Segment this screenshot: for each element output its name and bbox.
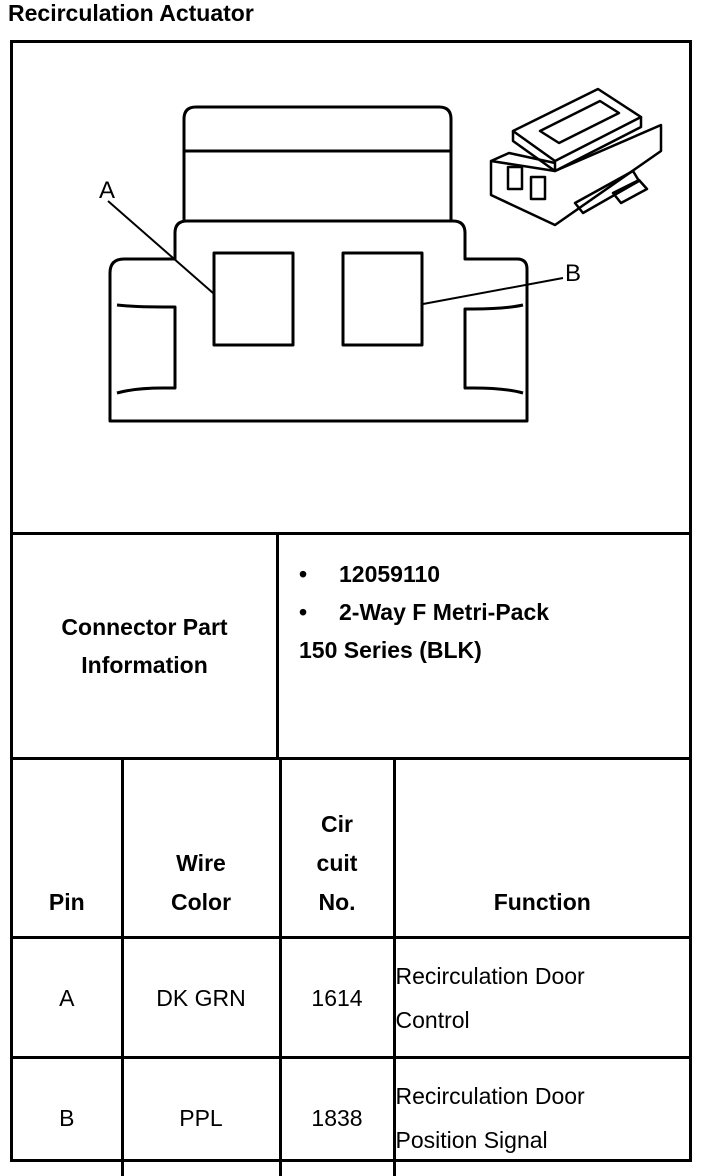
function-line1: Recirculation Door <box>396 1074 690 1118</box>
header-circuit-line1: Cir <box>282 805 393 844</box>
connector-info-label: Connector Part Information <box>13 535 279 757</box>
header-function-text: Function <box>494 889 591 915</box>
connector-face-drawing: A B <box>13 43 689 535</box>
cavity-a <box>214 253 293 345</box>
connector-left-ear <box>117 305 175 393</box>
wire-color-cell: PPL <box>122 1058 280 1176</box>
connector-info-label-line2: Information <box>81 646 208 684</box>
pin-cell: A <box>13 938 122 1058</box>
pin-cell: B <box>13 1058 122 1176</box>
pin-b-callout: B <box>565 260 581 287</box>
connector-right-ear <box>465 305 523 393</box>
connector-sheet: A B Connector Part Information •12059110… <box>10 40 692 1162</box>
connector-iso-view <box>491 89 661 225</box>
table-row: A DK GRN 1614 Recirculation Door Control <box>13 938 689 1058</box>
function-cell: Recirculation Door Control <box>394 938 689 1058</box>
connector-series: 150 Series (BLK) <box>299 631 549 669</box>
leader-line-b <box>423 278 563 304</box>
header-pin: Pin <box>13 760 122 938</box>
connector-latch-outline <box>184 107 451 221</box>
header-circuit-line3: No. <box>282 883 393 922</box>
list-item: •12059110 <box>299 555 549 593</box>
page-title: Recirculation Actuator <box>8 0 254 27</box>
function-line2: Control <box>396 998 690 1042</box>
header-circuit-no: Cir cuit No. <box>280 760 394 938</box>
header-wire-color-line2: Color <box>124 883 279 922</box>
circuit-cell: 1614 <box>280 938 394 1058</box>
pin-table: Pin Wire Color Cir cuit No. Function A D… <box>13 760 689 1176</box>
connector-diagram-panel: A B <box>13 43 689 535</box>
bullet-icon: • <box>299 555 339 593</box>
bullet-icon: • <box>299 593 339 631</box>
function-line1: Recirculation Door <box>396 954 690 998</box>
list-item: •2-Way F Metri-Pack <box>299 593 549 631</box>
leader-line-a <box>108 201 213 293</box>
connector-info-list: •12059110 •2-Way F Metri-Pack 150 Series… <box>299 555 549 669</box>
header-wire-color: Wire Color <box>122 760 280 938</box>
circuit-cell: 1838 <box>280 1058 394 1176</box>
function-cell: Recirculation Door Position Signal <box>394 1058 689 1176</box>
header-circuit-line2: cuit <box>282 844 393 883</box>
header-function: Function <box>394 760 689 938</box>
table-row: B PPL 1838 Recirculation Door Position S… <box>13 1058 689 1176</box>
connector-info-label-line1: Connector Part <box>61 608 227 646</box>
table-header-row: Pin Wire Color Cir cuit No. Function <box>13 760 689 938</box>
wire-color-cell: DK GRN <box>122 938 280 1058</box>
header-wire-color-line1: Wire <box>124 844 279 883</box>
connector-type: 2-Way F Metri-Pack <box>339 599 549 625</box>
part-number: 12059110 <box>339 561 440 587</box>
header-pin-text: Pin <box>49 889 85 915</box>
cavity-b <box>343 253 422 345</box>
function-line2: Position Signal <box>396 1118 690 1162</box>
pin-a-callout: A <box>99 177 115 204</box>
connector-part-info: Connector Part Information •12059110 •2-… <box>13 535 689 760</box>
